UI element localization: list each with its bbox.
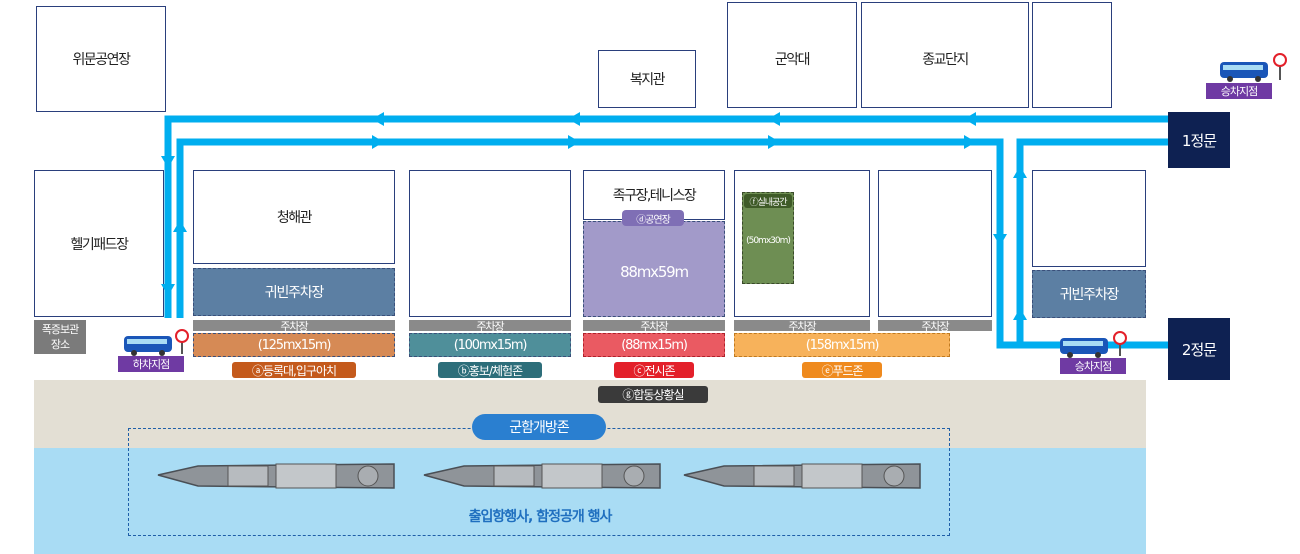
- zone-b: (100mx15m): [409, 333, 571, 357]
- bus-stop-icon: [175, 329, 189, 354]
- performance-hall: 위문공연장: [36, 6, 166, 112]
- unnamed-building-top: [1032, 2, 1112, 108]
- zone-f-tag: ⓕ실내공간: [744, 194, 792, 208]
- zone-d-stage: 88mx59m: [583, 221, 725, 317]
- zone-c-size: (88mx15m): [621, 337, 688, 353]
- bus-icon: [1220, 62, 1268, 82]
- zone-f-tag-label: ⓕ실내공간: [749, 197, 787, 208]
- gate-2: 2정문: [1168, 318, 1230, 380]
- pickup-bottom-label: 승차지점: [1074, 360, 1112, 373]
- zone-a: (125mx15m): [193, 333, 395, 357]
- bus-icon: [1060, 338, 1108, 358]
- zone-d-tag: ⓓ공연장: [622, 210, 684, 226]
- zone-f-size: (50mx30m): [742, 236, 794, 246]
- dropoff-label: 하차지점: [132, 358, 170, 371]
- cheonghae-hall-label: 청해관: [276, 210, 313, 226]
- welfare-hall: 복지관: [598, 50, 696, 108]
- welfare-hall-label: 복지관: [629, 72, 666, 88]
- arrow-icon: [1013, 166, 1027, 178]
- building-b: [409, 170, 571, 317]
- vip-parking-left: 귀빈주차장: [193, 268, 395, 316]
- parking-strip-a: 주차장: [193, 319, 395, 333]
- route-inner: [176, 138, 1168, 349]
- tag-a: ⓐ등록대,입구아치: [232, 362, 356, 378]
- performance-hall-label: 위문공연장: [72, 52, 131, 68]
- sea-caption: 출입항행사, 함정공개 행사: [380, 506, 700, 526]
- vip-parking-left-label: 귀빈주차장: [264, 285, 325, 301]
- zone-e: (158mx15m): [734, 333, 950, 357]
- gate-2-label: 2정문: [1181, 340, 1217, 359]
- pickup-point-bottom: 승차지점: [1060, 358, 1126, 374]
- warship-zone-tag-label: 군함개방존: [509, 420, 569, 436]
- zone-f-size-label: (50mx30m): [746, 236, 791, 246]
- sea-caption-label: 출입항행사, 함정공개 행사: [468, 509, 613, 525]
- tag-c-label: ⓒ전시존: [633, 363, 675, 378]
- gate-1: 1정문: [1168, 112, 1230, 168]
- bus-stop-icon: [1273, 53, 1287, 80]
- gate-1-label: 1정문: [1181, 131, 1217, 150]
- warship-icon: [423, 463, 661, 489]
- building-right: [1032, 170, 1146, 267]
- military-band-label: 군악대: [774, 52, 811, 68]
- arrow-icon: [173, 220, 187, 232]
- military-band: 군악대: [727, 2, 857, 108]
- zone-d-size: 88mx59m: [620, 263, 689, 281]
- parking-strip-b: 주차장: [409, 319, 571, 333]
- explosive-storage: 폭증보관 장소: [34, 320, 86, 354]
- religious-complex-label: 종교단지: [922, 52, 969, 68]
- zone-a-size: (125mx15m): [257, 337, 332, 353]
- tag-g: ⓖ합동상황실: [598, 386, 708, 403]
- zone-c: (88mx15m): [583, 333, 725, 357]
- cheonghae-hall: 청해관: [193, 170, 395, 264]
- parking-strip-b-label: 주차장: [476, 319, 504, 333]
- arrow-icon: [1013, 308, 1027, 320]
- pickup-point-top: 승차지점: [1206, 83, 1272, 99]
- parking-strip-a-label: 주차장: [280, 319, 308, 333]
- tag-e: ⓔ푸드존: [802, 362, 882, 378]
- helipad: 헬기패드장: [34, 170, 164, 317]
- warship-icon: [157, 463, 395, 489]
- sports-field-label: 족구장,테니스장: [612, 188, 697, 204]
- religious-complex: 종교단지: [861, 2, 1029, 108]
- parking-strip-c-label: 주차장: [640, 319, 668, 333]
- tag-a-label: ⓐ등록대,입구아치: [251, 363, 337, 378]
- dropoff-point: 하차지점: [118, 356, 184, 372]
- arrow-icon: [372, 135, 976, 149]
- vip-parking-right-label: 귀빈주차장: [1059, 287, 1120, 303]
- tag-b-label: ⓑ홍보/체험존: [457, 363, 523, 378]
- arrow-icon: [993, 234, 1007, 246]
- warship-icon: [683, 463, 921, 489]
- building-e: [878, 170, 992, 317]
- arrow-icon: [161, 156, 175, 168]
- tag-b: ⓑ홍보/체험존: [438, 362, 542, 378]
- parking-strip-e1-label: 주차장: [788, 319, 816, 333]
- parking-strip-c: 주차장: [583, 319, 725, 333]
- explosive-storage-line1: 폭증보관: [41, 323, 79, 336]
- zone-d-tag-label: ⓓ공연장: [636, 214, 671, 226]
- vip-parking-right: 귀빈주차장: [1032, 270, 1146, 318]
- route-gate1-branch: [1016, 138, 1168, 345]
- tag-g-label: ⓖ합동상황실: [622, 388, 684, 402]
- zone-b-size: (100mx15m): [453, 337, 528, 353]
- parking-strip-e2-label: 주차장: [921, 319, 949, 333]
- parking-strip-e2: 주차장: [878, 319, 992, 333]
- arrow-icon: [161, 284, 175, 296]
- pickup-top-label: 승차지점: [1220, 85, 1258, 98]
- explosive-storage-line2: 장소: [50, 338, 70, 351]
- bus-stop-icon: [1113, 331, 1127, 356]
- route-outer: [164, 115, 1168, 318]
- bus-icon: [124, 336, 172, 356]
- zone-e-size: (158mx15m): [805, 337, 880, 353]
- arrow-icon: [372, 112, 976, 126]
- warship-zone-tag: 군함개방존: [472, 414, 606, 440]
- tag-e-label: ⓔ푸드존: [821, 363, 863, 378]
- tag-c: ⓒ전시존: [614, 362, 694, 378]
- helipad-label: 헬기패드장: [70, 236, 129, 253]
- parking-strip-e1: 주차장: [734, 319, 870, 333]
